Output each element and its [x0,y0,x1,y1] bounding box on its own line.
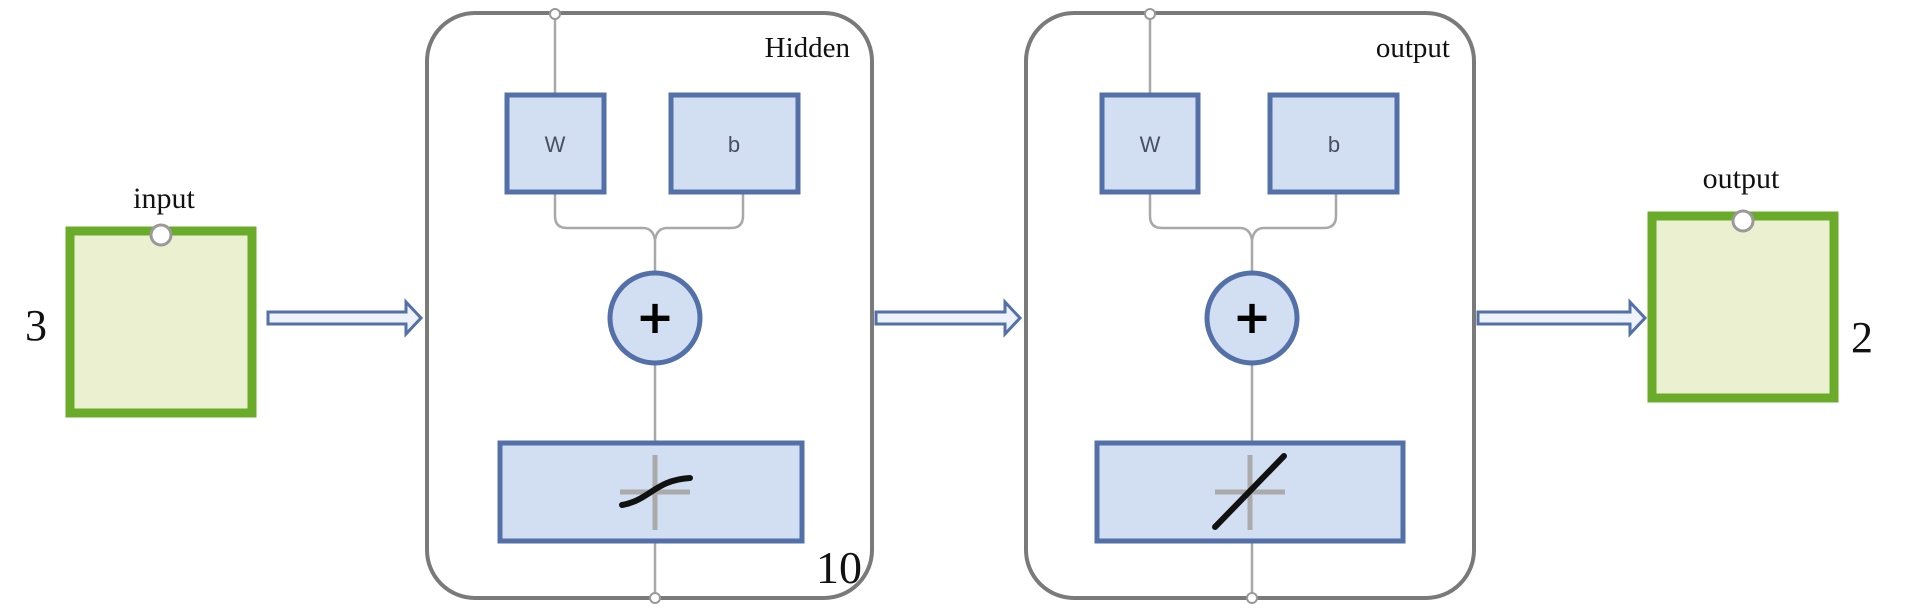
output-node: output 2 [1647,162,1873,403]
input-node: input 3 [25,182,257,418]
bias-block [1267,92,1400,195]
hidden-layer-title: Hidden [765,32,851,64]
port-icon [549,8,561,20]
output-size: 2 [1851,313,1873,362]
port-icon [1144,8,1156,20]
output-port-icon [1731,209,1755,233]
input-label: input [133,182,195,215]
weight-block [1099,92,1201,195]
output-label: output [1703,162,1780,195]
linear-icon [1212,453,1287,530]
sigmoid-icon [619,455,693,530]
arrow-right-icon [266,298,424,338]
hidden-neuron-count: 10 [816,542,862,593]
bias-label: b [1328,132,1340,157]
sum-node [1204,270,1300,366]
weight-block [504,92,607,195]
weight-label: W [1140,132,1161,157]
sum-node [607,270,703,366]
arrow-right-icon [1476,298,1648,338]
output-layer-title: output [1376,32,1450,64]
port-icon [649,592,661,604]
hidden-layer: Hidden W b + 10 [425,8,874,604]
output-box [1647,211,1839,403]
port-icon [1246,592,1258,604]
bias-label: b [728,132,740,157]
plus-icon: + [636,290,675,344]
plus-icon: + [1233,290,1272,344]
output-layer: output W b + [1024,8,1476,604]
input-port-icon [149,223,173,247]
input-size: 3 [25,301,47,350]
input-box [65,226,257,418]
bias-block [668,92,801,195]
arrow-right-icon [874,298,1023,338]
weight-label: W [545,132,566,157]
